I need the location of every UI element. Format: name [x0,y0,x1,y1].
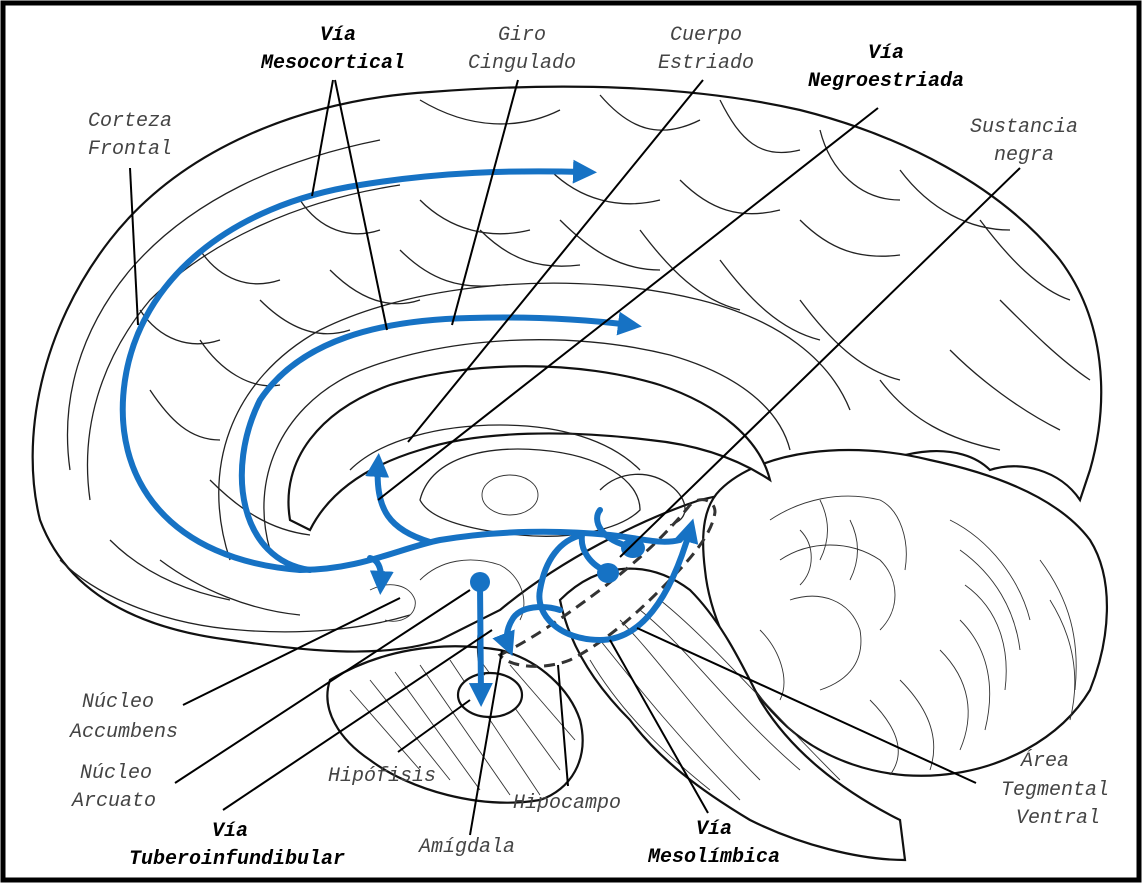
brain-illustration [33,87,1107,860]
label-via-mesocortical-line2: Mesocortical [260,52,405,75]
pituitary-gland [458,673,522,717]
label-via-tuberoinfundibular-line1: Vía [212,820,248,843]
label-via-negroestriada-line1: Vía [868,42,904,65]
label-via-tuberoinfundibular-line2: Tuberoinfundibular [129,848,345,871]
label-area-tegmental-line3: Ventral [1016,807,1100,830]
label-via-mesolimbica-line1: Vía [696,818,732,841]
vta-neuron [597,563,619,583]
label-via-mesolimbica-line2: Mesolímbica [647,846,780,869]
label-via-mesocortical-line1: Vía [320,24,356,47]
label-sustancia-negra-line1: Sustancia [970,116,1078,139]
label-nucleo-accumbens-line2: Accumbens [68,721,178,744]
label-giro-cingulado-line1: Giro [498,24,546,47]
label-cuerpo-estriado-line2: Estriado [658,52,754,75]
label-nucleo-accumbens-line1: Núcleo [82,691,154,714]
label-nucleo-arcuato-line1: Núcleo [80,762,152,785]
label-sustancia-negra-line2: negra [994,144,1054,167]
label-via-negroestriada-line2: Negroestriada [808,70,964,93]
label-hipofisis: Hipófisis [328,765,436,788]
label-nucleo-arcuato-line2: Arcuato [70,790,156,813]
label-area-tegmental-line1: Área [1019,749,1069,773]
label-amigdala: Amígdala [417,836,515,859]
label-area-tegmental-line2: Tegmental [1001,779,1109,802]
label-giro-cingulado-line2: Cingulado [468,52,576,75]
substantia-nigra-neuron [621,538,645,558]
label-cuerpo-estriado-line1: Cuerpo [670,24,742,47]
tuberoinfundibular-path [480,585,481,695]
label-hipocampo: Hipocampo [513,792,621,815]
arcuate-neuron [470,572,490,592]
label-corteza-frontal-line2: Frontal [88,138,172,161]
label-corteza-frontal-line1: Corteza [88,110,172,133]
